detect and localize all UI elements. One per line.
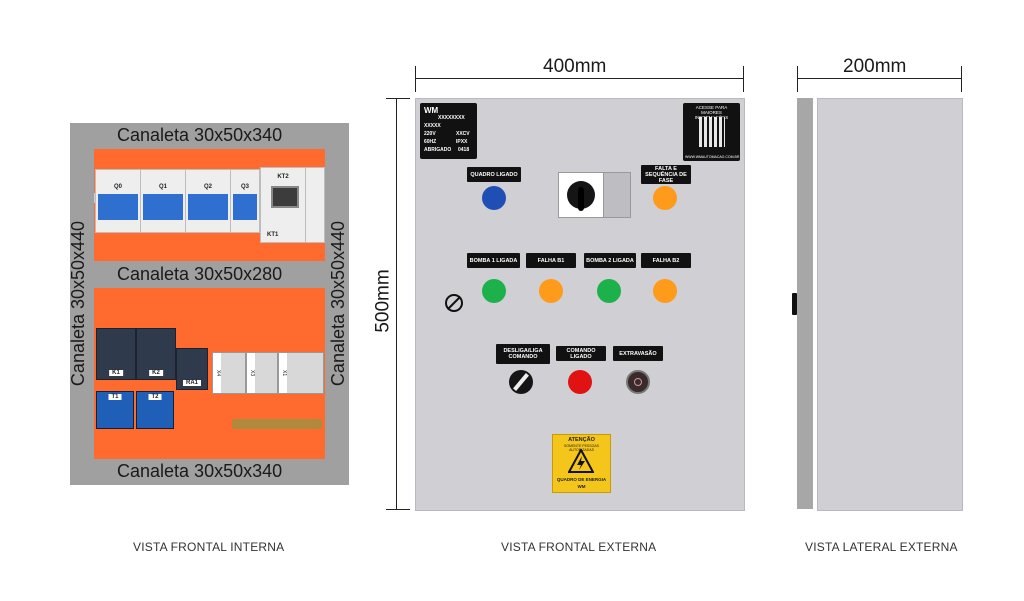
nameplate-sheltered: ABRIGADO — [424, 147, 452, 153]
label-falta-fase: FALTA E SEQUÊNCIA DE FASE — [641, 165, 691, 184]
selector-switch[interactable] — [558, 172, 604, 218]
front-view-caption: VISTA FRONTAL EXTERNA — [501, 540, 657, 554]
width-dimension-line — [415, 78, 744, 79]
lamp-bomba-1 — [482, 279, 506, 303]
nameplate-voltage: 220V — [424, 131, 436, 137]
warning-bottom-text: QUADRO DE ENERGIA — [556, 477, 607, 482]
buzzer-icon — [634, 378, 642, 386]
label-falha-b1: FALHA B1 — [526, 253, 576, 268]
contactor-label: K2 — [149, 370, 163, 376]
lamp-falha-b2 — [653, 279, 677, 303]
breaker-q0: Q0 — [95, 169, 141, 233]
breaker-label: Q2 — [203, 184, 212, 190]
qr-plate-url: WWW.WMAUTOMACAO.COM.BR — [685, 155, 740, 159]
lamp-bomba-2 — [597, 279, 621, 303]
relay-label: KT2 — [277, 174, 289, 180]
nameplate-brand: WM — [424, 106, 439, 115]
nameplate-frequency: 60HZ — [424, 139, 437, 145]
internal-view: Q0 Q1 Q2 Q3 KT2 KT1 K1 K2 T1 T2 — [68, 123, 349, 485]
label-falha-b2: FALHA B2 — [641, 253, 691, 268]
dimension-tick — [386, 509, 410, 510]
phase-relay — [305, 167, 325, 243]
selector-handle — [578, 187, 584, 211]
width-dimension-label: 400mm — [543, 56, 607, 77]
terminal-label: X3 — [247, 353, 255, 393]
ground-symbol-icon — [445, 294, 463, 312]
lamp-comando-ligado — [568, 370, 592, 394]
side-view-caption: VISTA LATERAL EXTERNA — [805, 540, 958, 554]
duct-left-label: Canaleta 30x50x440 — [68, 220, 89, 387]
contactor-k1: K1 — [96, 328, 136, 380]
dimension-tick — [743, 66, 744, 92]
high-voltage-icon — [568, 449, 594, 473]
side-width-dimension-label: 200mm — [843, 56, 907, 77]
breaker-q1: Q1 — [140, 169, 186, 233]
duct-right-label: Canaleta 30x50x440 — [328, 220, 349, 387]
terminal-block-x4: X4 — [212, 352, 246, 394]
warning-sign: ATENÇÃO SOMENTE PESSOAS AUTORIZADAS QUAD… — [552, 434, 611, 493]
ground-bar — [232, 419, 322, 429]
warning-brand: WM — [577, 484, 586, 489]
height-dimension-label: 500mm — [372, 269, 394, 333]
dimension-tick — [797, 66, 798, 92]
overload-label: T2 — [148, 394, 162, 400]
breaker-q2: Q2 — [185, 169, 231, 233]
duct-top-label: Canaleta 30x50x340 — [117, 125, 283, 145]
overload-relay-t1: T1 — [96, 391, 134, 429]
side-panel — [817, 98, 963, 511]
warning-title: ATENÇÃO — [568, 437, 595, 443]
side-width-dimension-line — [797, 78, 962, 79]
front-panel: WM XXXXXXXX XXXXX 220V XXCV 60HZ IPXX AB… — [415, 98, 745, 511]
label-bomba-2: BOMBA 2 LIGADA — [584, 253, 636, 268]
breaker-label: Q3 — [240, 184, 249, 190]
lamp-quadro-ligado — [482, 186, 506, 210]
aux-relay-label: RA1 — [182, 380, 202, 386]
nameplate-serial: XXXXXXXX — [438, 115, 465, 121]
relay-label: KT1 — [267, 232, 279, 238]
label-quadro-ligado: QUADRO LIGADO — [467, 167, 521, 182]
terminal-block-x1: X1 — [278, 352, 324, 394]
qr-code-icon — [699, 117, 725, 147]
internal-view-caption: VISTA FRONTAL INTERNA — [133, 540, 285, 554]
overload-relay-t2: T2 — [136, 391, 174, 429]
label-bomba-1: BOMBA 1 LIGADA — [467, 253, 520, 268]
buzzer-extravasao — [626, 370, 650, 394]
terminal-label: X1 — [279, 353, 287, 393]
lamp-falta-fase — [653, 186, 677, 210]
breaker-label: Q1 — [158, 184, 167, 190]
lamp-falha-b1 — [539, 279, 563, 303]
duct-middle-label: Canaleta 30x50x280 — [117, 264, 283, 284]
dimension-tick — [415, 66, 416, 92]
bottom-mounting-area: K1 K2 T1 T2 RA1 X4 X3 X1 — [94, 288, 325, 459]
top-mounting-area: Q0 Q1 Q2 Q3 KT2 KT1 — [94, 149, 325, 261]
nameplate-date: 0418 — [458, 147, 470, 153]
label-extravasao: EXTRAVASÃO — [613, 346, 663, 361]
timer-relay-kt2: KT2 KT1 — [260, 167, 306, 243]
label-desliga-liga: DESLIGA/LIGA COMANDO — [496, 344, 550, 364]
breaker-label: Q0 — [113, 184, 122, 190]
dimension-tick — [386, 98, 410, 99]
breaker-q3: Q3 — [230, 169, 260, 233]
door-handle — [792, 293, 797, 315]
side-door-edge — [797, 98, 813, 509]
nameplate-ip: IPXX — [456, 139, 468, 145]
terminal-block-x3: X3 — [246, 352, 278, 394]
nameplate-voltage-value: XXCV — [456, 131, 470, 137]
switch-handle-icon — [513, 373, 529, 391]
command-switch[interactable] — [509, 370, 533, 394]
contactor-label: K1 — [109, 370, 123, 376]
nameplate-model: XXXXX — [424, 123, 441, 129]
contactor-k2: K2 — [136, 328, 176, 380]
relay-display — [271, 186, 299, 208]
height-dimension-line — [396, 98, 397, 509]
aux-relay-ra1: RA1 — [176, 348, 208, 390]
nameplate: WM XXXXXXXX XXXXX 220V XXCV 60HZ IPXX AB… — [420, 103, 477, 159]
overload-label: T1 — [108, 394, 122, 400]
terminal-label: X4 — [213, 353, 221, 393]
duct-bottom-label: Canaleta 30x50x340 — [117, 461, 283, 481]
dimension-tick — [961, 66, 962, 92]
qr-plate: ACESSE PARA MAIORES INFORMAÇÕES WWW.WMAU… — [683, 103, 740, 161]
selector-side-plate — [603, 172, 631, 218]
label-comando-ligado: COMANDO LIGADO — [556, 346, 606, 361]
